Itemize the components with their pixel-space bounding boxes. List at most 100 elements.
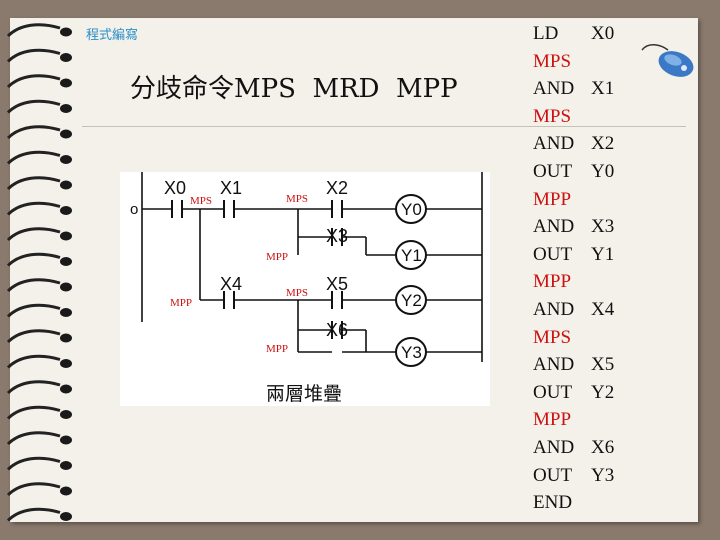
instruction-line: AND X1 xyxy=(533,75,673,103)
instruction-arg: X5 xyxy=(591,354,615,376)
instruction-line: AND X2 xyxy=(533,130,673,158)
instruction-arg: Y1 xyxy=(591,243,615,265)
instruction-op: END xyxy=(533,492,573,514)
coil-y1 xyxy=(395,240,427,270)
spiral-ring xyxy=(6,176,61,191)
spiral-ring xyxy=(6,354,61,369)
label-y1: Y1 xyxy=(401,246,422,265)
coil-y3 xyxy=(395,337,427,367)
stack-label-mpp-1: MPP xyxy=(266,251,288,263)
binding-hole xyxy=(60,435,72,445)
stack-label-mpp-3: MPP xyxy=(266,343,288,355)
instruction-op: MPP xyxy=(533,271,572,293)
instruction-line: MPP xyxy=(533,406,673,434)
spiral-ring xyxy=(6,405,61,420)
spiral-ring xyxy=(6,125,61,140)
binding-hole xyxy=(60,27,72,37)
label-y0: Y0 xyxy=(401,200,422,219)
instruction-line: OUT Y1 xyxy=(533,241,673,269)
spiral-ring xyxy=(6,278,61,293)
instruction-op: OUT xyxy=(533,243,573,265)
spiral-ring xyxy=(6,201,61,216)
instruction-op: MPS xyxy=(533,326,572,348)
instruction-op: AND xyxy=(533,436,575,458)
binding-hole xyxy=(60,155,72,164)
instruction-op: AND xyxy=(533,354,575,376)
divider-line xyxy=(82,126,686,127)
instruction-op: AND xyxy=(533,133,575,155)
coil-y2 xyxy=(395,285,427,315)
instruction-op: MPP xyxy=(533,188,572,210)
instruction-op: AND xyxy=(533,78,575,100)
binding-hole xyxy=(60,78,72,88)
binding-hole xyxy=(60,308,72,317)
binding-hole xyxy=(60,410,72,419)
instruction-line: MPS xyxy=(533,324,673,352)
instruction-line: MPS xyxy=(533,103,673,131)
instruction-arg: Y0 xyxy=(591,160,615,182)
label-x5: X5 xyxy=(326,274,348,294)
stack-label-mps-3: MPS xyxy=(286,287,308,299)
section-label: 程式編寫 xyxy=(86,28,139,43)
binding-hole xyxy=(60,129,72,139)
instruction-line: AND X3 xyxy=(533,213,673,241)
binding-hole xyxy=(60,282,72,292)
binding-hole xyxy=(60,384,72,394)
instruction-op: MPS xyxy=(533,105,572,127)
spiral-ring xyxy=(6,23,61,38)
binding-hole xyxy=(60,512,72,521)
coil-y0 xyxy=(395,194,427,224)
spiral-ring xyxy=(6,456,61,471)
binding-hole xyxy=(60,231,72,241)
instruction-line: MPS xyxy=(533,48,673,76)
spiral-ring xyxy=(6,99,61,114)
spiral-ring xyxy=(6,252,61,267)
spiral-ring xyxy=(6,74,61,89)
instruction-op: MPS xyxy=(533,50,572,72)
label-x1: X1 xyxy=(220,178,242,198)
binding-hole xyxy=(60,486,72,496)
label-x3: X3 xyxy=(326,226,348,246)
diagram-caption: 兩層堆疊 xyxy=(266,383,342,405)
instruction-line: OUT Y0 xyxy=(533,158,673,186)
rail-label: o xyxy=(130,201,138,218)
binding-hole xyxy=(60,359,72,368)
instruction-line: END xyxy=(533,489,673,517)
ladder-diagram: o X0 X1 X2 X3 X4 X5 X6 Y0 Y1 Y2 Y3 MPS M… xyxy=(120,172,490,406)
label-y3: Y3 xyxy=(401,343,422,362)
instruction-op: OUT xyxy=(533,160,573,182)
instruction-arg: X3 xyxy=(591,216,615,238)
instruction-op: OUT xyxy=(533,464,573,486)
instruction-arg: X2 xyxy=(591,133,615,155)
instruction-arg: Y3 xyxy=(591,464,615,486)
instruction-line: MPP xyxy=(533,268,673,296)
spiral-ring xyxy=(6,482,61,497)
binding-hole xyxy=(60,53,72,62)
instruction-op: AND xyxy=(533,216,575,238)
slide-title: 分歧命令MPS MRD MPP xyxy=(130,74,458,104)
instruction-op: MPP xyxy=(533,409,572,431)
spiral-ring xyxy=(6,48,61,63)
computer-mouse-icon xyxy=(641,44,694,77)
instruction-op: LD xyxy=(533,23,559,44)
spiral-ring xyxy=(6,507,61,522)
binding-hole xyxy=(60,333,72,343)
binding-hole xyxy=(60,180,72,190)
stack-label-mpp-2: MPP xyxy=(170,297,192,309)
label-x4: X4 xyxy=(220,274,242,294)
instruction-op: AND xyxy=(533,298,575,320)
spiral-ring xyxy=(6,227,61,242)
instruction-arg: Y2 xyxy=(591,381,615,403)
spiral-ring xyxy=(6,431,61,446)
instruction-arg: X1 xyxy=(591,78,615,100)
spiral-ring xyxy=(6,380,61,395)
stack-label-mps-1: MPS xyxy=(190,195,212,207)
spiral-ring xyxy=(6,329,61,344)
instruction-line: OUT Y3 xyxy=(533,462,673,490)
spiral-binding xyxy=(6,23,72,522)
